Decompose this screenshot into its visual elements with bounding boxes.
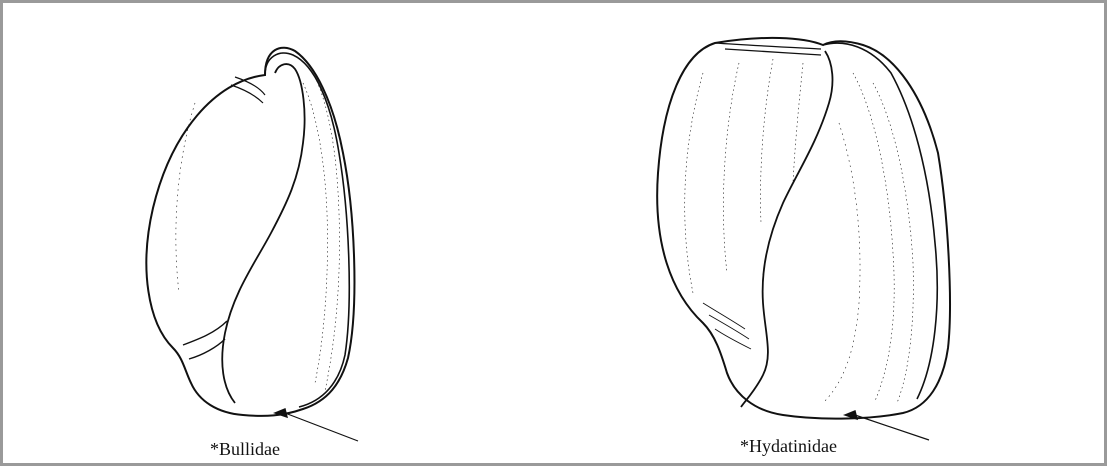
hydatinidae-growth-3 bbox=[761, 59, 774, 223]
bullidae-pointer-line bbox=[285, 413, 358, 441]
bullidae-columella bbox=[222, 64, 304, 403]
hydatinidae-outer-outline bbox=[657, 38, 950, 419]
bullidae-aperture-lip bbox=[265, 53, 349, 407]
hydatinidae-lower-ridges bbox=[703, 303, 751, 349]
hydatinidae-shell-drawing bbox=[657, 38, 950, 419]
hydatinidae-columella bbox=[741, 51, 832, 407]
hydatinidae-shading-3 bbox=[823, 123, 860, 403]
shell-illustrations bbox=[3, 3, 1107, 469]
bullidae-lower-junction bbox=[183, 321, 227, 359]
hydatinidae-growth-2 bbox=[723, 63, 739, 273]
hydatinidae-aperture-lip bbox=[823, 43, 937, 399]
hydatinidae-label: *Hydatinidae bbox=[740, 436, 837, 457]
bullidae-shading-1 bbox=[303, 83, 328, 383]
hydatinidae-apex-fold bbox=[715, 43, 821, 55]
bullidae-outer-outline bbox=[146, 48, 354, 416]
hydatinidae-shading-2 bbox=[873, 83, 913, 403]
hydatinidae-pointer-line bbox=[855, 415, 929, 440]
bullidae-shell-drawing bbox=[146, 48, 354, 417]
hydatinidae-growth-1 bbox=[685, 73, 703, 293]
bullidae-label: *Bullidae bbox=[210, 439, 280, 460]
bullidae-parietal-ridge bbox=[231, 77, 265, 103]
